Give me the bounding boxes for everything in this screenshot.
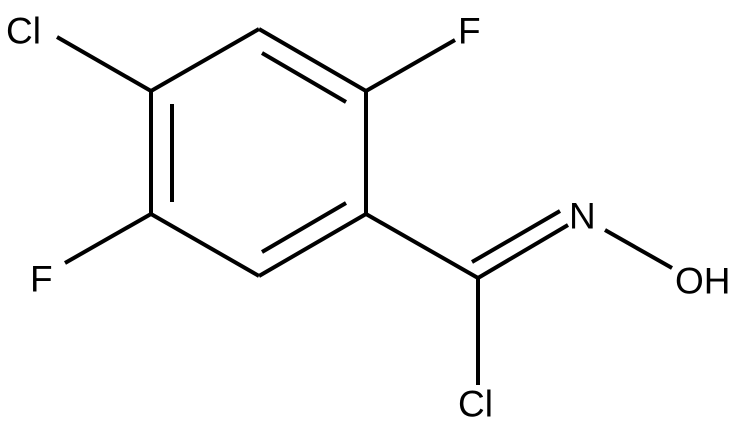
atom-label-oh: OH	[675, 261, 731, 302]
ring-bond-c4-c5	[257, 212, 368, 278]
ring-inner-bond-top	[260, 51, 348, 104]
atom-label-cl-side: Cl	[458, 384, 493, 425]
bond-ring-to-f-bottom	[64, 212, 152, 265]
atom-label-n: N	[569, 196, 596, 237]
ring-bond-c2-c3	[257, 27, 368, 93]
ring-bond-c5-c6	[150, 212, 260, 278]
bond-ring-to-imidoyl-carbon	[365, 212, 479, 280]
atom-label-cl-ring: Cl	[6, 11, 41, 52]
bond-n-o	[604, 228, 673, 270]
ring-inner-bond-bottom	[260, 201, 348, 254]
ring-bond-c1-c2	[150, 27, 260, 93]
bond-c-n-double-a	[476, 223, 570, 280]
bond-c-n-double-b	[470, 209, 562, 264]
atom-label-f-top: F	[458, 11, 481, 52]
bond-ring-to-cl	[56, 35, 152, 93]
atom-label-f-bottom: F	[30, 259, 53, 300]
bond-ring-to-f-top	[365, 38, 456, 93]
